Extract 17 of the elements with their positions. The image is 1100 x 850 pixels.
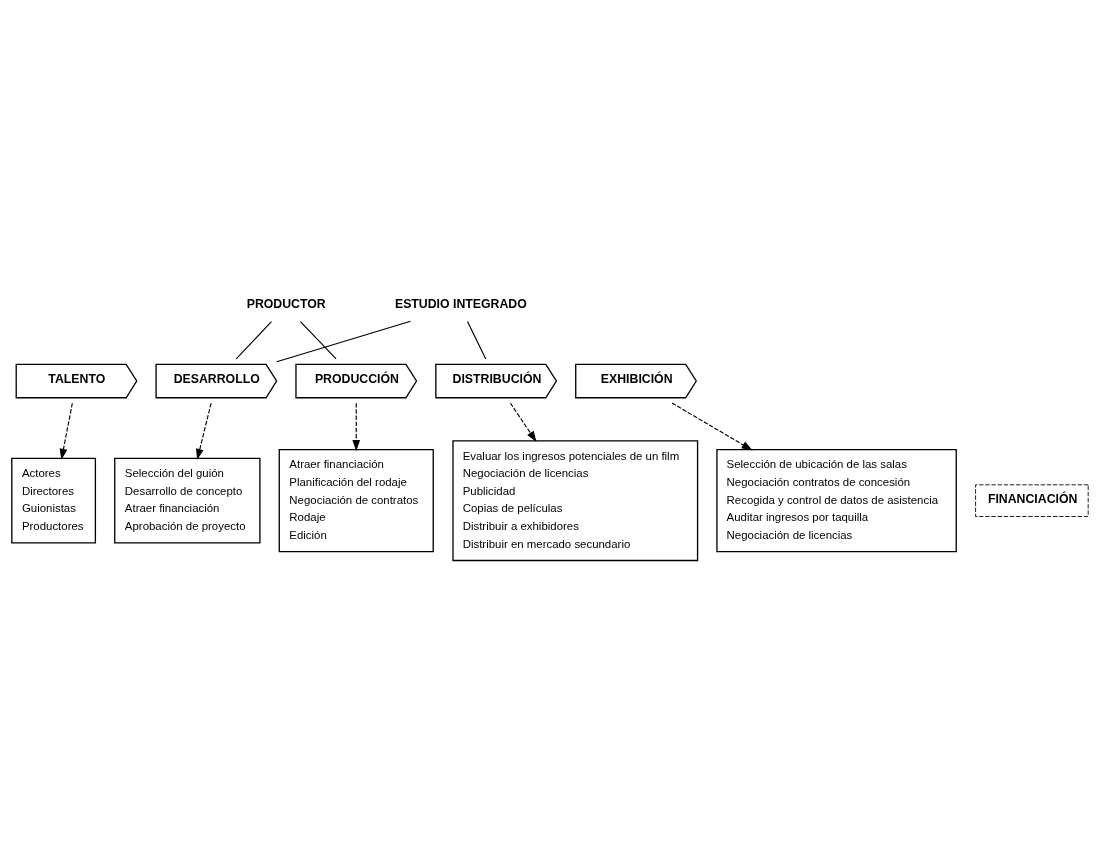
arrow (196, 402, 212, 460)
node-text: ESTUDIO INTEGRADO (394, 296, 527, 311)
arrow (59, 402, 73, 460)
connector (276, 320, 412, 363)
arrow (509, 402, 537, 443)
connector (466, 320, 487, 360)
arrow (352, 402, 361, 452)
node-box: Atraer financiación Planificación del rodaje Negociación de contratos Rodaje Edición (278, 448, 434, 553)
node-text: PRODUCTOR (246, 296, 326, 311)
node-box: Evaluar los ingresos potenciales de un film Negociación de licencias Publicidad Copias de películas Distribuir a exhibidores Distribuir en mercado secundario (452, 440, 699, 562)
connector (299, 320, 337, 360)
connector (235, 320, 272, 360)
node-box: Selección del guión Desarrollo de concepto Atraer financiación Aprobación de proyecto (114, 457, 261, 544)
node-box: Actores Directores Guionistas Productores (11, 457, 97, 544)
arrow (671, 402, 753, 451)
node-box: FINANCIACIÓN (975, 484, 1089, 517)
node-box: Selección de ubicación de las salas Negociación contratos de concesión Recogida y control de datos de asistencia Auditar ingresos por taquilla Negociación de licencias (716, 448, 957, 553)
